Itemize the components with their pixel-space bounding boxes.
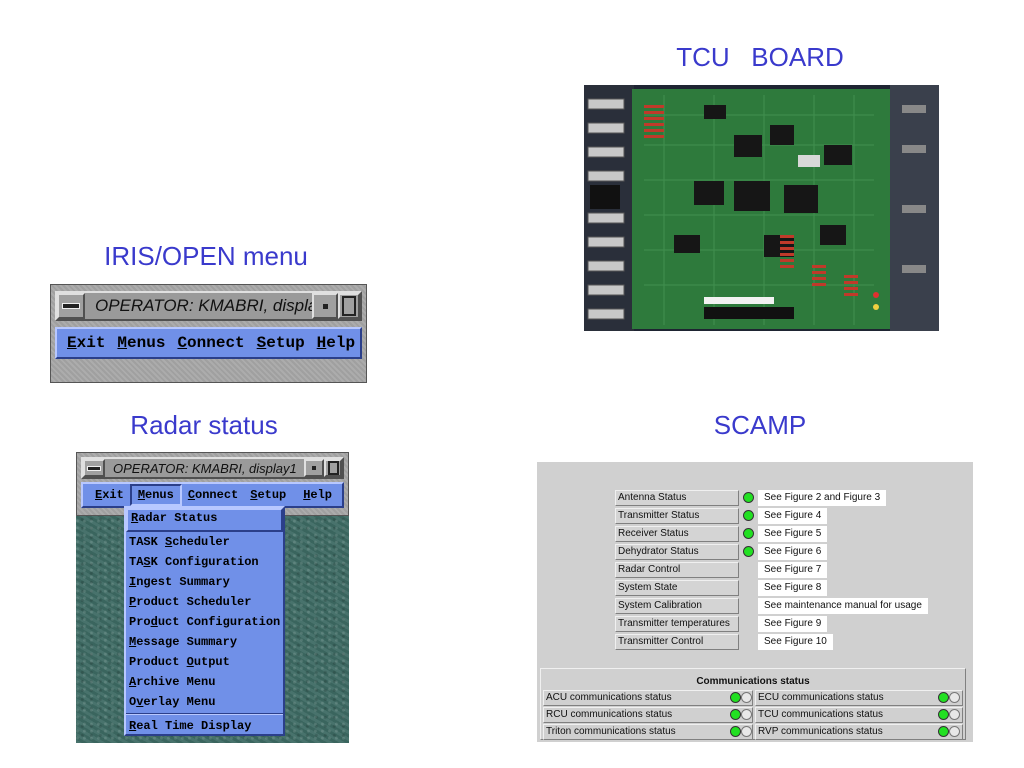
status-note: See Figure 6 xyxy=(758,544,828,560)
dropdown-separator xyxy=(126,713,283,715)
comm-rcu[interactable]: RCU communications status xyxy=(543,707,753,723)
dropdown-item-message-summary[interactable]: Message Summary xyxy=(129,635,238,649)
comm-led-green xyxy=(730,692,741,703)
minimize-button[interactable] xyxy=(312,293,338,319)
comm-led-green xyxy=(938,726,949,737)
dropdown-item-task-scheduler[interactable]: TASK Scheduler xyxy=(129,535,230,549)
status-note: See Figure 5 xyxy=(758,526,828,542)
minimize-icon xyxy=(312,466,316,470)
maximize-icon xyxy=(342,296,356,316)
comm-led-off xyxy=(949,709,960,720)
comm-acu[interactable]: ACU communications status xyxy=(543,690,753,706)
comm-label: ECU communications status xyxy=(758,692,884,703)
comm-led-green xyxy=(730,726,741,737)
status-label[interactable]: System State xyxy=(615,580,739,596)
communications-status-title: Communications status xyxy=(696,676,810,687)
comm-led-off xyxy=(949,726,960,737)
menu-help[interactable]: Help xyxy=(316,334,356,352)
comm-led-off xyxy=(741,709,752,720)
tcu-board-illustration xyxy=(584,85,939,331)
window-menu-icon xyxy=(62,303,80,309)
tcu-board-title: TCU BOARD xyxy=(676,42,844,72)
iris-open-menu-title: IRIS/OPEN menu xyxy=(104,241,308,271)
minimize-icon xyxy=(322,303,328,309)
window-title: OPERATOR: KMABRI, display1 xyxy=(95,296,312,315)
dropdown-item-product-output[interactable]: Product Output xyxy=(129,655,230,669)
status-label[interactable]: Transmitter Status xyxy=(615,508,739,524)
status-note: See Figure 8 xyxy=(758,580,828,596)
status-led-green xyxy=(743,492,754,503)
menu-menus[interactable]: Menus xyxy=(117,334,166,352)
comm-label: Triton communications status xyxy=(546,726,676,737)
comm-led-off xyxy=(741,692,752,703)
dropdown-item-radar-status[interactable]: Radar Status xyxy=(126,508,283,532)
status-note: See Figure 2 and Figure 3 xyxy=(758,490,887,506)
comm-label: TCU communications status xyxy=(758,709,884,720)
status-label[interactable]: Dehydrator Status xyxy=(615,544,739,560)
maximize-icon xyxy=(327,461,339,475)
menu-setup[interactable]: Setup xyxy=(256,334,305,352)
dropdown-item-product-configuration[interactable]: Product Configuration xyxy=(129,615,281,629)
status-note: See Figure 10 xyxy=(758,634,833,650)
dropdown-item-ingest-summary[interactable]: Ingest Summary xyxy=(129,575,230,589)
window-title: OPERATOR: KMABRI, display1 xyxy=(113,460,297,476)
menu-menus-open[interactable]: Menus xyxy=(129,484,182,506)
window-menu-button[interactable] xyxy=(57,293,85,319)
comm-tcu[interactable]: TCU communications status xyxy=(755,707,963,723)
menu-connect[interactable]: Connect xyxy=(177,334,245,352)
comm-led-off xyxy=(949,692,960,703)
tcu-board-photo xyxy=(584,85,939,331)
menu-exit[interactable]: Exit xyxy=(95,488,124,502)
maximize-button[interactable] xyxy=(338,293,360,319)
comm-label: RCU communications status xyxy=(546,709,673,720)
scamp-title: SCAMP xyxy=(713,410,807,440)
window-menu-icon xyxy=(87,465,101,471)
status-note: See maintenance manual for usage xyxy=(758,598,928,614)
status-led-green xyxy=(743,546,754,557)
maximize-button[interactable] xyxy=(324,459,342,477)
menu-connect[interactable]: Connect xyxy=(187,488,239,502)
menu-bar: Exit Menus Connect Setup Help xyxy=(81,482,344,508)
comm-led-green xyxy=(938,709,949,720)
comm-ecu[interactable]: ECU communications status xyxy=(755,690,963,706)
status-note: See Figure 7 xyxy=(758,562,828,578)
status-led-green xyxy=(743,510,754,521)
status-note: See Figure 9 xyxy=(758,616,828,632)
comm-led-green xyxy=(730,709,741,720)
minimize-button[interactable] xyxy=(304,459,324,477)
status-label[interactable]: Radar Control xyxy=(615,562,739,578)
menus-dropdown: Radar Status TASK Scheduler TASK Configu… xyxy=(124,506,285,736)
status-label[interactable]: Transmitter temperatures xyxy=(615,616,739,632)
menu-setup[interactable]: Setup xyxy=(250,488,287,502)
radar-status-title: Radar status xyxy=(130,410,278,440)
dropdown-item-overlay-menu[interactable]: Overlay Menu xyxy=(129,695,216,709)
comm-led-green xyxy=(938,692,949,703)
comm-label: RVP communications status xyxy=(758,726,883,737)
comm-triton[interactable]: Triton communications status xyxy=(543,724,753,740)
window-titlebar[interactable]: OPERATOR: KMABRI, display1 xyxy=(55,291,362,321)
status-label[interactable]: System Calibration xyxy=(615,598,739,614)
dropdown-item-archive-menu[interactable]: Archive Menu xyxy=(129,675,216,689)
status-note: See Figure 4 xyxy=(758,508,828,524)
window-titlebar[interactable]: OPERATOR: KMABRI, display1 xyxy=(81,457,344,479)
comm-led-off xyxy=(741,726,752,737)
status-label[interactable]: Receiver Status xyxy=(615,526,739,542)
status-led-green xyxy=(743,528,754,539)
radar-status-window: OPERATOR: KMABRI, display1 Exit Menus Co… xyxy=(76,452,349,516)
menu-bar: Exit Menus Connect Setup Help xyxy=(55,327,362,359)
dropdown-item-real-time-display[interactable]: Real Time Display xyxy=(129,719,252,733)
communications-status-group: Communications status ACU communications… xyxy=(540,668,966,740)
scamp-panel: Antenna Status See Figure 2 and Figure 3… xyxy=(537,462,973,742)
dropdown-item-product-scheduler[interactable]: Product Scheduler xyxy=(129,595,252,609)
comm-rvp[interactable]: RVP communications status xyxy=(755,724,963,740)
menu-exit[interactable]: Exit xyxy=(67,334,106,352)
status-label[interactable]: Antenna Status xyxy=(615,490,739,506)
window-menu-button[interactable] xyxy=(83,459,105,477)
menu-help[interactable]: Help xyxy=(303,488,332,502)
dropdown-item-task-configuration[interactable]: TASK Configuration xyxy=(129,555,259,569)
iris-open-window: OPERATOR: KMABRI, display1 Exit Menus Co… xyxy=(50,284,367,383)
comm-label: ACU communications status xyxy=(546,692,672,703)
status-label[interactable]: Transmitter Control xyxy=(615,634,739,650)
